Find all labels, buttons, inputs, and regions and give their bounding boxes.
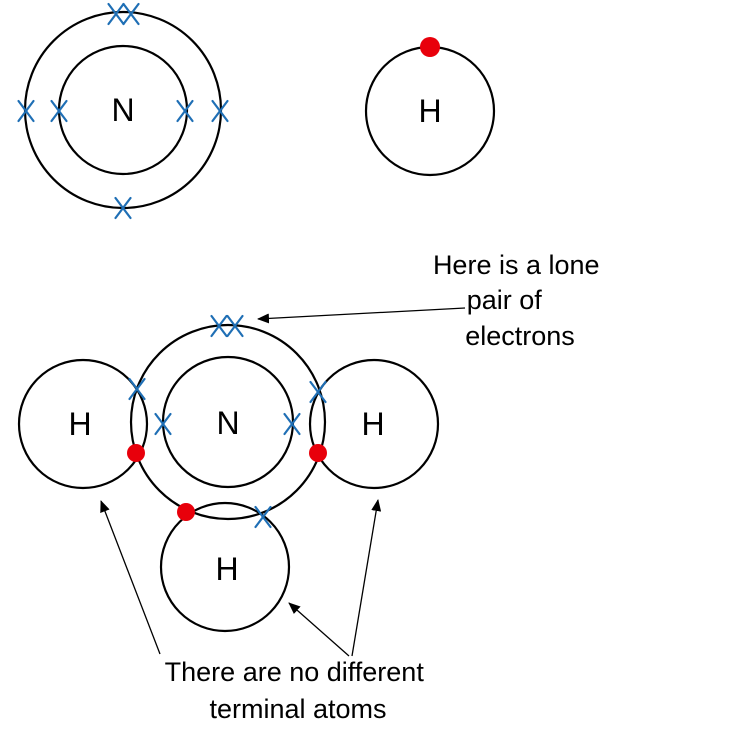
bonding-electron-bottom — [177, 503, 195, 521]
nitrogen-electron-cross — [107, 2, 125, 26]
nitrogen-electron-cross — [128, 377, 146, 401]
nitrogen-electron-cross — [226, 314, 244, 338]
lone-pair-line-1: Here is a lone — [433, 250, 600, 280]
bonding-electron-right — [309, 444, 327, 462]
nitrogen-electrons-separate — [17, 2, 229, 220]
ammonia-hydrogen-right-symbol: H — [361, 406, 384, 442]
hydrogen-symbol: H — [418, 93, 441, 129]
nitrogen-electron-cross — [122, 2, 140, 26]
ammonia-nitrogen-electrons — [128, 314, 327, 529]
terminal-arrow-bottom — [288, 602, 350, 657]
nitrogen-electron-cross — [211, 99, 229, 123]
terminal-line-1: There are no different — [165, 657, 425, 687]
nitrogen-electron-cross — [17, 99, 35, 123]
nitrogen-electron-cross — [176, 99, 194, 123]
ammonia-nitrogen-symbol: N — [216, 405, 239, 441]
bonding-electron-left — [127, 444, 145, 462]
ammonia-nitrogen-outer-shell — [129, 323, 327, 521]
terminal-arrow-left — [100, 500, 161, 655]
nitrogen-electron-cross — [50, 99, 68, 123]
hydrogen-atom-separate: H — [364, 37, 496, 177]
nitrogen-electron-cross — [309, 380, 327, 404]
terminal-line-2: terminal atoms — [209, 694, 386, 724]
ammonia-hydrogen-bottom-shell — [159, 501, 291, 633]
lone-pair-annotation: Here is a lone pair of electrons — [257, 250, 607, 351]
terminal-arrow-right — [351, 499, 382, 657]
nitrogen-electron-cross — [254, 505, 272, 529]
nitrogen-electron-cross — [283, 412, 301, 436]
nitrogen-atom-separate: N — [17, 2, 229, 220]
hydrogen-electron — [420, 37, 440, 57]
nitrogen-electron-cross — [210, 314, 228, 338]
ammonia-hydrogen-right-shell — [308, 358, 440, 490]
nitrogen-electron-cross — [154, 412, 172, 436]
lone-pair-text: Here is a lone pair of electrons — [433, 250, 607, 351]
ammonia-hydrogen-left-symbol: H — [68, 406, 91, 442]
terminal-atoms-text: There are no different terminal atoms — [165, 657, 432, 724]
nitrogen-symbol: N — [111, 92, 134, 128]
lone-pair-line-3: electrons — [465, 321, 575, 351]
nitrogen-electron-cross — [114, 196, 132, 220]
lone-pair-line-2: pair of — [467, 285, 543, 315]
lone-pair-arrow — [257, 307, 466, 324]
terminal-atoms-annotation: There are no different terminal atoms — [100, 499, 432, 724]
ammonia-molecule: N H H H — [17, 314, 440, 633]
ammonia-hydrogen-left-shell — [17, 358, 149, 490]
ammonia-hydrogen-bottom-symbol: H — [215, 551, 238, 587]
